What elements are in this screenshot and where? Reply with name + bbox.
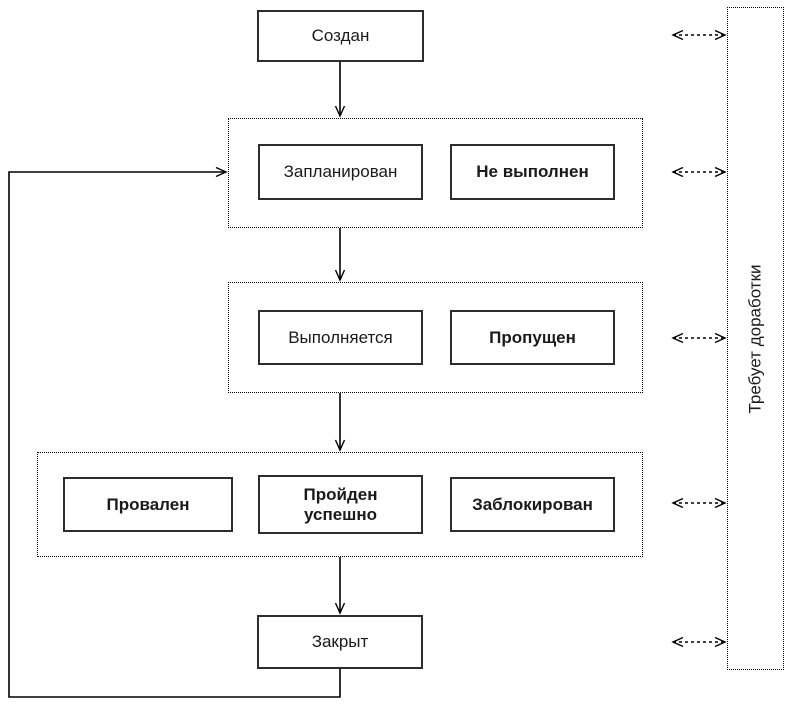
node-created: Создан	[257, 10, 424, 62]
node-skipped: Пропущен	[450, 310, 615, 365]
node-not-executed: Не выполнен	[450, 144, 615, 200]
node-passed: Пройден успешно	[258, 475, 423, 534]
rework-panel: Требует доработки	[727, 7, 784, 670]
stage-group-3	[37, 452, 643, 557]
node-planned: Запланирован	[258, 144, 423, 200]
node-failed: Провален	[63, 477, 233, 532]
node-closed: Закрыт	[257, 615, 423, 669]
rework-label: Требует доработки	[745, 263, 765, 414]
stage-group-1	[228, 118, 643, 228]
node-in-progress: Выполняется	[258, 310, 423, 365]
node-blocked: Заблокирован	[450, 477, 615, 532]
stage-group-2	[228, 282, 643, 393]
arrow-closed-to-stage1-loop	[8, 166, 341, 698]
